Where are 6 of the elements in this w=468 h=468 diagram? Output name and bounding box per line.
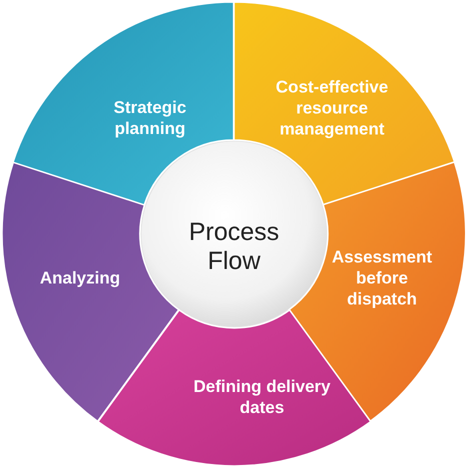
segment-label: Analyzing (38, 267, 122, 288)
segment-label: Defining delivery dates (192, 376, 332, 418)
segment-label: Cost-effective resource management (274, 76, 390, 140)
segment-label: Strategic planning (112, 97, 188, 139)
segment-label: Assessment before dispatch (330, 246, 434, 310)
center-label: Process Flow (188, 218, 280, 276)
